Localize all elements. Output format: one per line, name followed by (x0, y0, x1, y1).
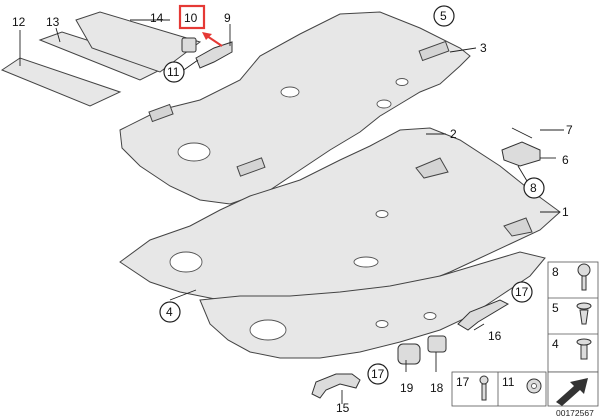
legend-label-17: 17 (456, 375, 470, 389)
callout-14: 14 (150, 11, 164, 25)
legend-label-11: 11 (502, 375, 515, 389)
callout-16: 16 (488, 329, 502, 343)
grab-handle-part-15 (311, 373, 361, 399)
svg-text:17: 17 (515, 285, 529, 299)
callout-17-circled-top: 17 (511, 281, 533, 303)
callout-8-circled: 8 (523, 177, 545, 199)
bottom-fastener-legend: 17 11 (451, 371, 547, 407)
document-number: 00172567 (556, 408, 594, 418)
leader-lines (19, 19, 564, 404)
highlight-arrowhead-icon (202, 32, 212, 40)
nut-icon (526, 378, 542, 394)
bolt-icon (479, 375, 489, 401)
headliner-3 (119, 11, 471, 205)
callout-5-circled: 5 (433, 5, 455, 27)
callout-9: 9 (224, 11, 231, 25)
bracket-part-9 (195, 41, 233, 69)
highlight-box (178, 4, 206, 30)
clip-icon (576, 302, 592, 325)
svg-text:11: 11 (167, 65, 180, 79)
callout-17-circled-bottom: 17 (367, 363, 389, 385)
cover-part-19 (397, 343, 421, 365)
legend-label-5: 5 (552, 301, 559, 315)
svg-text:17: 17 (371, 367, 385, 381)
fastener-legend: 8 5 4 (547, 261, 599, 373)
grab-handle-part-16 (457, 299, 510, 331)
svg-text:8: 8 (530, 181, 537, 195)
svg-text:4: 4 (166, 305, 173, 319)
callout-7: 7 (566, 123, 573, 137)
clip-part-10 (181, 37, 197, 53)
callout-3: 3 (480, 41, 487, 55)
callout-2: 2 (450, 127, 457, 141)
wire-part-7 (511, 127, 533, 139)
arrow-icon (556, 378, 588, 406)
callout-12: 12 (12, 15, 26, 29)
legend-label-4: 4 (552, 337, 559, 351)
callout-18: 18 (430, 381, 444, 395)
headliner-1 (199, 251, 546, 359)
legend-label-8: 8 (552, 265, 559, 279)
panel-piece-14 (75, 11, 202, 73)
screw-icon (577, 263, 591, 291)
direction-arrow-box (547, 371, 599, 407)
panel-piece-12 (0, 57, 122, 107)
callout-11-circled: 11 (163, 61, 185, 83)
svg-text:5: 5 (440, 9, 447, 23)
callout-1: 1 (562, 205, 569, 219)
callout-6: 6 (562, 153, 569, 167)
lamp-part-6 (501, 141, 541, 167)
callout-19: 19 (400, 381, 414, 395)
callout-4-circled: 4 (159, 301, 181, 323)
callout-13: 13 (46, 15, 60, 29)
rivet-icon (576, 338, 592, 360)
callout-10: 10 (184, 11, 198, 25)
callout-15: 15 (336, 401, 350, 415)
cap-part-18 (427, 335, 447, 353)
